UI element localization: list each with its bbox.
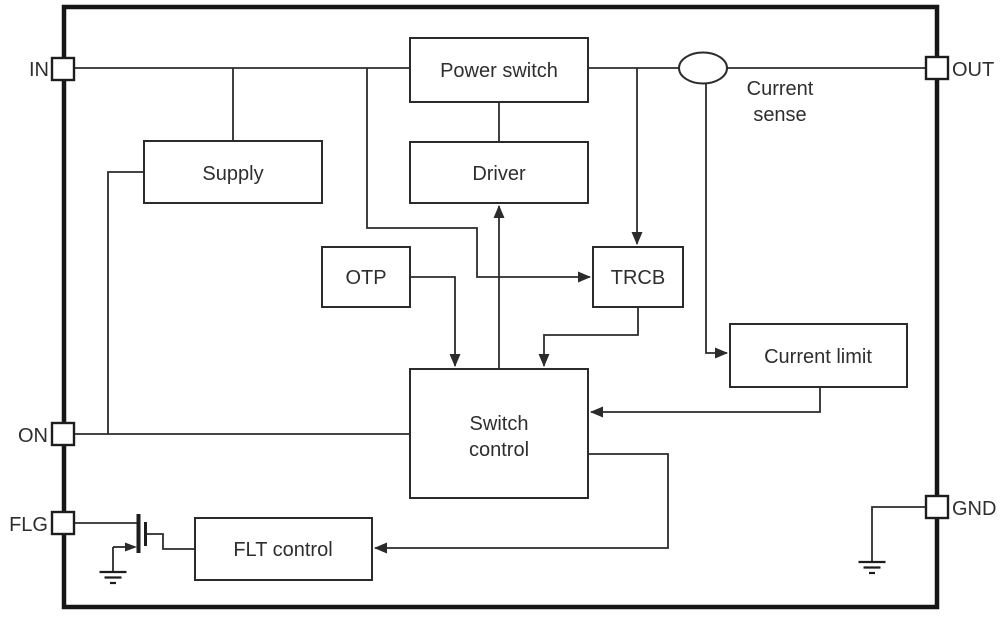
- wire-trcb-to-switchcontrol: [538, 307, 639, 367]
- wire-in-to-trcb: [366, 68, 591, 283]
- wire-currentlimit-to-switchcontrol: [590, 387, 821, 418]
- wire-sense-to-currentlimit: [705, 82, 728, 359]
- pin-in-label: IN: [29, 59, 49, 81]
- current-sense-label-line2: sense: [753, 104, 806, 126]
- trcb-box: [592, 246, 684, 308]
- current-sense-label-line1: Current: [747, 78, 814, 100]
- pin-flg: [50, 510, 76, 536]
- current-limit-box: [729, 323, 908, 388]
- ground-symbol-flg: [99, 570, 127, 585]
- driver-label: Driver: [472, 163, 526, 185]
- supply-box: [143, 140, 323, 204]
- trcb-label: TRCB: [611, 267, 665, 289]
- block-power-switch: Power switch: [409, 37, 589, 103]
- mosfet-source-arrow-icon: [125, 542, 137, 552]
- pin-out-label: OUT: [952, 59, 994, 81]
- wire-gnd-line: [871, 506, 927, 562]
- driver-box: [409, 141, 589, 204]
- flt-control-label: FLT control: [233, 539, 332, 561]
- ground-symbol-gnd: [858, 560, 886, 575]
- flg-mosfet-symbol: [112, 514, 195, 571]
- switch-control-label-line1: Switch: [470, 413, 529, 435]
- pins: IN OUT ON FLG GND: [9, 55, 996, 536]
- pin-on: [50, 421, 76, 447]
- block-driver: Driver: [409, 141, 589, 204]
- pin-on-label: ON: [18, 425, 48, 447]
- pin-gnd: [924, 494, 950, 520]
- block-otp: OTP: [321, 246, 411, 308]
- pin-flg-label: FLG: [9, 514, 48, 536]
- switch-control-label-line2: control: [469, 439, 529, 461]
- wire-otp-to-switchcontrol: [410, 276, 461, 367]
- otp-label: OTP: [345, 267, 386, 289]
- supply-label: Supply: [202, 163, 263, 185]
- block-switch-control: Switch control: [409, 368, 589, 499]
- blocks: Power switch Supply Driver OTP TRCB Curr…: [143, 37, 908, 581]
- block-supply: Supply: [143, 140, 323, 204]
- pin-in: [50, 56, 76, 82]
- current-sense-symbol: Current sense: [678, 51, 814, 126]
- pin-gnd-label: GND: [952, 498, 996, 520]
- wires: [74, 67, 927, 562]
- current-limit-label: Current limit: [764, 346, 872, 368]
- switch-control-box: [409, 368, 589, 499]
- wire-supply-enable: [107, 171, 144, 434]
- block-current-limit: Current limit: [729, 323, 908, 388]
- pin-out: [924, 55, 950, 81]
- ic-boundary: [61, 4, 940, 610]
- current-sense-ellipse-icon: [678, 51, 728, 85]
- otp-box: [321, 246, 411, 308]
- power-switch-box: [409, 37, 589, 103]
- wire-mosfet-gate-to-fltcontrol: [147, 533, 195, 550]
- wire-switchcontrol-to-fltcontrol: [374, 453, 669, 554]
- block-trcb: TRCB: [592, 246, 684, 308]
- block-flt-control: FLT control: [194, 517, 373, 581]
- power-switch-label: Power switch: [440, 60, 558, 82]
